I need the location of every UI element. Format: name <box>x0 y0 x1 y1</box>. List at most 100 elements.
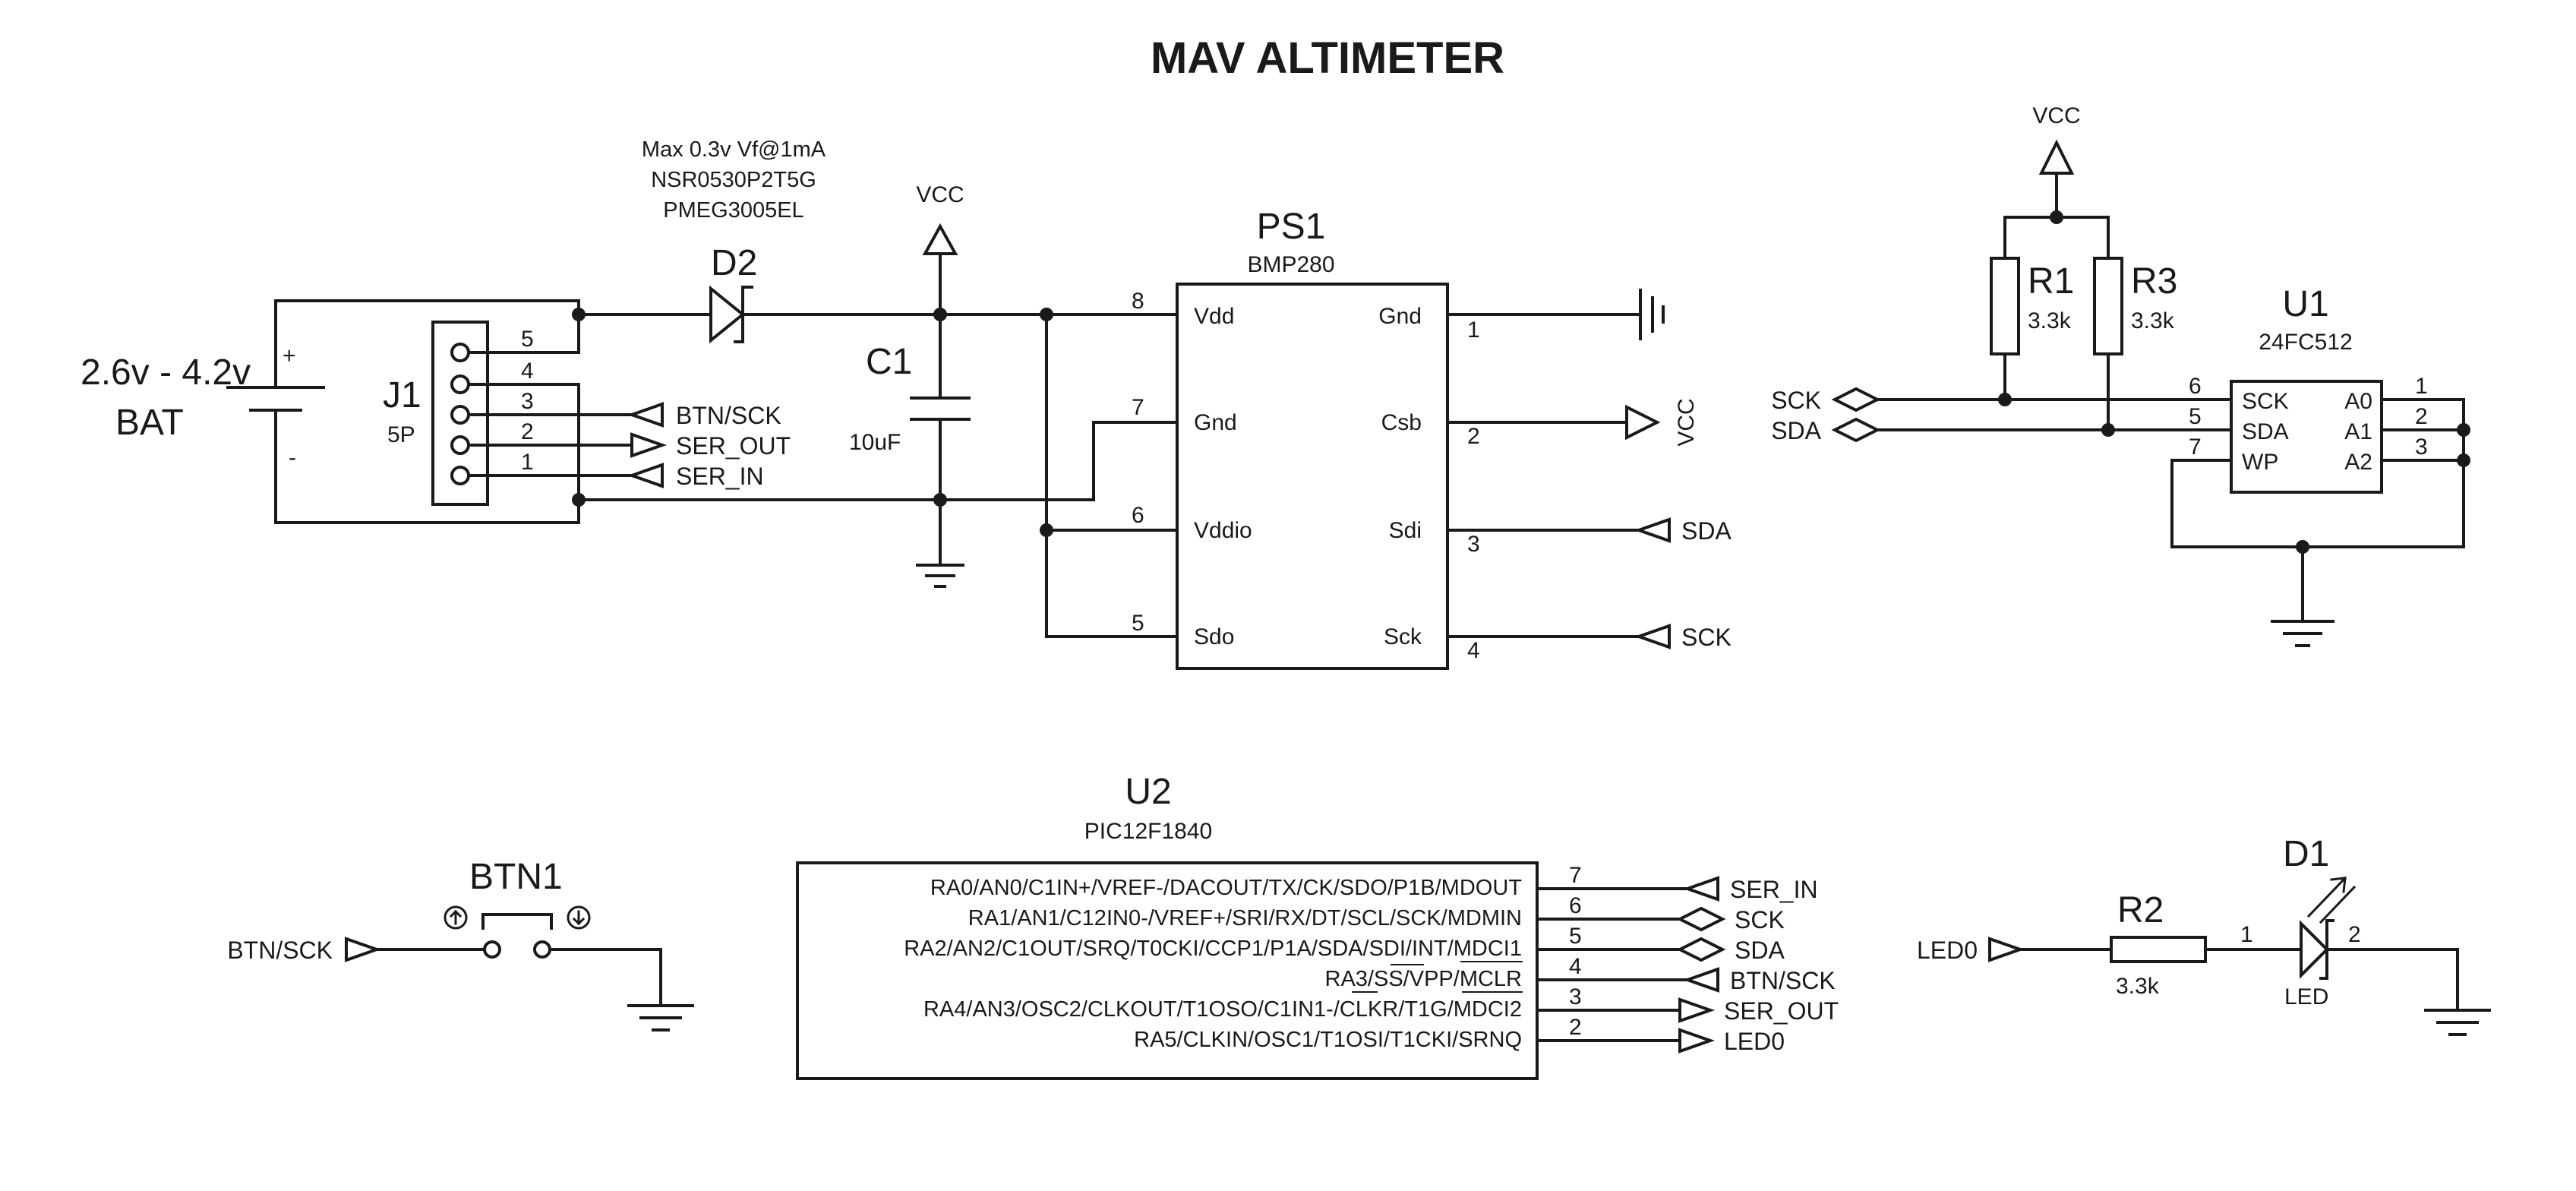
j1-net-ser-in: SER_IN <box>676 463 764 490</box>
u2-pin-ra3: RA3/SS/VPP/MCLR <box>1325 967 1522 991</box>
battery-minus: - <box>289 445 296 470</box>
ps1-num-1: 1 <box>1467 317 1480 343</box>
u2-pin-ra5: RA5/CLKIN/OSC1/T1OSI/T1CKI/SRNQ <box>1134 1028 1522 1052</box>
d2-ref: D2 <box>711 243 757 283</box>
j1-ref: J1 <box>383 375 421 415</box>
u2-net-ser-in: SER_IN <box>1730 876 1818 903</box>
j1-pin-2: 2 <box>521 419 534 444</box>
ps1-pin-sck: Sck <box>1384 624 1422 649</box>
r3-ref: R3 <box>2131 261 2177 302</box>
ps1-ref: PS1 <box>1257 207 1326 247</box>
schematic-title: MAV ALTIMETER <box>1151 33 1504 83</box>
capacitor-c1: VCC C1 10uF <box>577 182 971 588</box>
ps1-pin-gnd-left: Gnd <box>1194 410 1237 435</box>
r1-value: 3.3k <box>2028 308 2072 333</box>
r1-ref: R1 <box>2028 261 2074 302</box>
u2-pin-ra0: RA0/AN0/C1IN+/VREF-/DACOUT/TX/CK/SDO/P1B… <box>930 876 1522 900</box>
r3-value: 3.3k <box>2131 308 2175 333</box>
ps1-pin-sdo: Sdo <box>1194 624 1234 649</box>
d2-note-3: PMEG3005EL <box>663 198 803 223</box>
j1-value: 5P <box>387 422 415 447</box>
eeprom-net-sck: SCK <box>1771 387 1821 414</box>
vcc-label-eeprom: VCC <box>2032 103 2080 128</box>
u2-num-2: 2 <box>1569 1015 1582 1040</box>
u1-pin-sda: SDA <box>2242 419 2289 444</box>
d2-note-2: NSR0530P2T5G <box>651 168 816 192</box>
d1-pin-1: 1 <box>2240 922 2253 947</box>
d1-value: LED <box>2284 984 2328 1009</box>
battery-plus: + <box>283 343 296 368</box>
u1-pin-a2: A2 <box>2344 450 2372 475</box>
d2-note-1: Max 0.3v Vf@1mA <box>642 137 826 162</box>
j1-net-ser-out: SER_OUT <box>676 432 791 460</box>
ps1-pin-vdd: Vdd <box>1194 304 1234 329</box>
battery: + - 2.6v - 4.2v BAT <box>80 299 580 524</box>
u1-num-7: 7 <box>2189 434 2202 460</box>
u2-net-sck: SCK <box>1735 906 1785 934</box>
j1-pin-5: 5 <box>521 327 534 352</box>
c1-ref: C1 <box>866 342 912 382</box>
c1-value: 10uF <box>849 430 901 455</box>
ps1-net-sck: SCK <box>1681 624 1732 651</box>
u2-num-4: 4 <box>1569 954 1582 979</box>
u1-ref: U1 <box>2282 284 2328 324</box>
ps1-pin-csb: Csb <box>1381 410 1422 435</box>
ps1-num-7: 7 <box>1132 395 1144 420</box>
u2-net-btn-sck: BTN/SCK <box>1730 967 1836 994</box>
ps1-num-4: 4 <box>1467 638 1480 663</box>
u1-num-1: 1 <box>2415 374 2428 399</box>
ps1-num-5: 5 <box>1132 611 1144 636</box>
led-section: LED0 R2 3.3k D1 LED 1 2 <box>1917 834 2491 1036</box>
u2-num-5: 5 <box>1569 924 1582 949</box>
u1-pin-sck: SCK <box>2242 389 2289 414</box>
diode-d2: D2 Max 0.3v Vf@1mA NSR0530P2T5G PMEG3005… <box>577 137 1048 344</box>
u1-part: 24FC512 <box>2259 330 2352 355</box>
j1-net-btn-sck: BTN/SCK <box>676 402 781 429</box>
d1-pin-2: 2 <box>2348 922 2361 947</box>
battery-ref: BAT <box>115 403 184 443</box>
u2-net-ser-out: SER_OUT <box>1724 997 1839 1025</box>
j1-pin-1: 1 <box>521 450 534 475</box>
button-btn1: BTN/SCK BTN1 <box>227 857 694 1031</box>
ps1-num-6: 6 <box>1132 503 1144 528</box>
r2-value: 3.3k <box>2116 974 2160 999</box>
mcu-u2: U2 PIC12F1840 RA0/AN0/C1IN+/VREF-/DACOUT… <box>796 772 1839 1080</box>
r2-ref: R2 <box>2117 890 2164 930</box>
u1-num-3: 3 <box>2415 434 2428 460</box>
connector-j1: J1 5P 5 4 3 2 1 BTN/SCK SER_OUT SER_IN <box>383 299 791 524</box>
eeprom-section: VCC R1 3.3k R3 3.3k SCK SDA U1 24FC512 S… <box>1771 103 2470 647</box>
u2-num-6: 6 <box>1569 893 1582 918</box>
ps1-num-2: 2 <box>1467 424 1480 449</box>
u1-num-2: 2 <box>2415 404 2428 429</box>
u1-num-5: 5 <box>2189 404 2202 429</box>
vcc-label-c1: VCC <box>916 182 964 207</box>
u2-pin-ra2: RA2/AN2/C1OUT/SRQ/T0CKI/CCP1/P1A/SDA/SDI… <box>904 937 1522 961</box>
j1-pin-3: 3 <box>521 389 534 414</box>
u1-num-6: 6 <box>2189 374 2202 399</box>
ps1-part: BMP280 <box>1247 252 1334 277</box>
u2-ref: U2 <box>1125 772 1171 812</box>
ps1-net-sda: SDA <box>1681 517 1732 545</box>
u2-net-sda: SDA <box>1735 937 1785 964</box>
vcc-label-csb: VCC <box>1674 398 1699 446</box>
u2-pin-ra1: RA1/AN1/C12IN0-/VREF+/SRI/RX/DT/SCL/SCK/… <box>968 906 1522 930</box>
btn1-ref: BTN1 <box>469 857 563 897</box>
ps1-pin-sdi: Sdi <box>1389 518 1422 543</box>
ps1-pin-vddio: Vddio <box>1194 518 1252 543</box>
battery-voltage: 2.6v - 4.2v <box>80 352 251 393</box>
d1-ref: D1 <box>2283 834 2329 874</box>
eeprom-net-sda: SDA <box>1771 417 1821 444</box>
ps1-num-3: 3 <box>1467 532 1480 557</box>
u1-pin-wp: WP <box>2242 450 2278 475</box>
ps1-pin-gnd-right: Gnd <box>1378 304 1422 329</box>
j1-pin-4: 4 <box>521 359 534 384</box>
u2-net-led0: LED0 <box>1724 1028 1785 1055</box>
u1-pin-a1: A1 <box>2344 419 2372 444</box>
u2-pin-ra4: RA4/AN3/OSC2/CLKOUT/T1OSO/C1IN1-/CLKR/T1… <box>923 997 1522 1022</box>
u1-pin-a0: A0 <box>2344 389 2372 414</box>
u2-num-3: 3 <box>1569 984 1582 1009</box>
sensor-ps1: PS1 BMP280 Vdd Gnd Vddio Sdo Gnd Csb Sdi… <box>1132 207 1480 670</box>
led-net: LED0 <box>1917 937 1978 964</box>
btn1-net: BTN/SCK <box>227 937 333 964</box>
